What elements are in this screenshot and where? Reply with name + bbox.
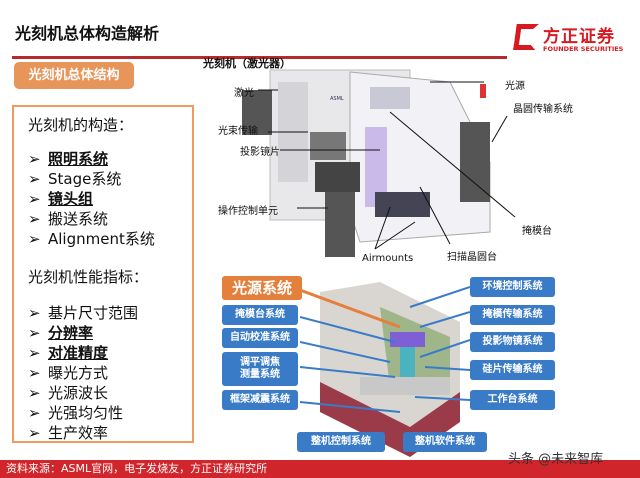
performance-heading: 光刻机性能指标： [28, 268, 149, 286]
label-projection-lens: 投影镜片 [240, 147, 280, 158]
svg-text:ASML: ASML [330, 96, 344, 102]
arrow-bullet-icon: ➢ [28, 150, 41, 168]
list-item-text: 搬送系统 [48, 210, 109, 228]
subsystem-label-left: 调平调焦 测量系统 [222, 352, 298, 386]
label-airmounts: Airmounts [362, 253, 414, 264]
list-item: ➢ 光源波长 [28, 383, 108, 403]
list-item-text: 照明系统 [48, 150, 109, 168]
structure-box: 光刻机的构造： ➢ 照明系统 ➢ Stage系统 ➢ 镜头组 ➢ 搬送系统 ➢ Alignment… [12, 105, 194, 443]
list-item-text: Alignment系统 [48, 230, 155, 248]
subsystem-label-right: 掩模传输系统 [470, 305, 555, 325]
arrow-bullet-icon: ➢ [28, 170, 41, 188]
subsystem-label-left: 掩模台系统 [222, 305, 298, 325]
list-item: ➢ 搬送系统 [28, 209, 108, 229]
list-item-text: 光源波长 [48, 384, 109, 402]
logo-mark-icon [513, 24, 539, 50]
list-item: ➢ 照明系统 [28, 149, 108, 169]
arrow-bullet-icon: ➢ [28, 324, 41, 342]
lithography-machine-image: ASML [242, 69, 516, 257]
list-item-text: 光强均匀性 [48, 404, 124, 422]
section-tab: 光刻机总体结构 [14, 62, 134, 89]
watermark: 头条 @未来智库 [508, 452, 604, 467]
label-wafer-stage: 扫描晶圆台 [447, 252, 497, 263]
subsystem-label-bottom: 整机控制系统 [297, 432, 385, 452]
subsystem-label-right: 工作台系统 [470, 390, 555, 410]
arrow-bullet-icon: ➢ [28, 210, 41, 228]
list-item-text: 镜头组 [48, 190, 94, 208]
list-item-text: Stage系统 [48, 170, 122, 188]
source-footer: 资料来源：ASML官网，电子发烧友，方正证券研究所 [0, 460, 640, 478]
arrow-bullet-icon: ➢ [28, 230, 41, 248]
title-divider [12, 56, 507, 59]
list-item: ➢ 生产效率 [28, 423, 108, 443]
logo-subtext: FOUNDER SECURITIES [543, 45, 624, 53]
subsystem-label-bottom: 整机软件系统 [403, 432, 487, 452]
arrow-bullet-icon: ➢ [28, 404, 41, 422]
list-item-text: 曝光方式 [48, 364, 109, 382]
label-wafer-transfer: 晶圆传输系统 [513, 104, 573, 115]
subsystem-label-right: 投影物镜系统 [470, 332, 555, 352]
arrow-bullet-icon: ➢ [28, 344, 41, 362]
label-light-source: 光源 [505, 81, 525, 92]
list-item-text: 生产效率 [48, 424, 109, 442]
list-item: ➢ 对准精度 [28, 343, 108, 363]
structure-heading: 光刻机的构造： [28, 116, 134, 134]
page-title: 光刻机总体构造解析 [15, 24, 160, 43]
list-item: ➢ 基片尺寸范围 [28, 303, 138, 323]
arrow-bullet-icon: ➢ [28, 190, 41, 208]
list-item-text: 基片尺寸范围 [48, 304, 139, 322]
list-item-text: 分辨率 [48, 324, 94, 342]
list-item: ➢ 曝光方式 [28, 363, 108, 383]
founder-logo: 方正证券 FOUNDER SECURITIES [513, 22, 630, 58]
highlight-light-source-system: 光源系统 [222, 276, 302, 300]
list-item: ➢ 分辨率 [28, 323, 93, 343]
list-item: ➢ 镜头组 [28, 189, 93, 209]
list-item-text: 对准精度 [48, 344, 109, 362]
label-laser: 激光 [234, 88, 254, 99]
subsystem-label-right: 硅片传输系统 [470, 360, 555, 380]
arrow-bullet-icon: ➢ [28, 424, 41, 442]
subsystem-label-left: 自动校准系统 [222, 328, 298, 348]
subsystem-diagram-image [300, 282, 470, 457]
list-item: ➢ Alignment系统 [28, 229, 155, 249]
list-item: ➢ Stage系统 [28, 169, 121, 189]
label-reticle-stage: 掩模台 [522, 226, 552, 237]
subsystem-label-left: 框架减震系统 [222, 390, 298, 410]
arrow-bullet-icon: ➢ [28, 384, 41, 402]
label-console: 操作控制单元 [218, 206, 278, 217]
logo-text: 方正证券 [543, 27, 615, 47]
list-item: ➢ 光强均匀性 [28, 403, 123, 423]
arrow-bullet-icon: ➢ [28, 304, 41, 322]
subsystem-label-right: 环境控制系统 [470, 277, 555, 297]
label-beam-delivery: 光束传输 [218, 126, 258, 137]
machine-title: 光刻机（激光器） [203, 57, 291, 70]
arrow-bullet-icon: ➢ [28, 364, 41, 382]
